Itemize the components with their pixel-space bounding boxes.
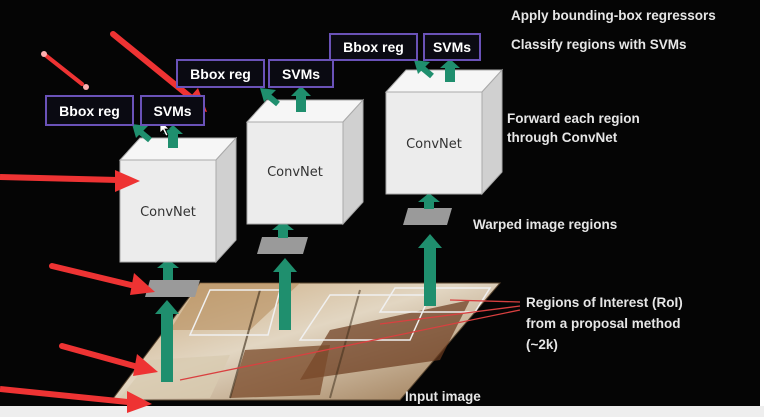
convnet-label-1: ConvNet	[140, 205, 196, 220]
bbox-reg-box-2: Bbox reg	[176, 59, 265, 88]
roi-pointer-lines	[179, 299, 521, 381]
red-arrow-5	[59, 343, 158, 376]
label-warped: Warped image regions	[473, 217, 618, 232]
label-roi-line1: Regions of Interest (RoI)	[526, 295, 683, 310]
svms-box-1: SVMs	[140, 95, 205, 126]
bbox-reg-box-3: Bbox reg	[329, 33, 418, 61]
label-apply-regressors: Apply bounding-box regressors	[511, 8, 716, 23]
label-forward-line1: Forward each region	[507, 111, 640, 126]
label-forward-line2: through ConvNet	[507, 130, 618, 145]
label-roi-line2: from a proposal method	[526, 316, 681, 331]
convnet-cube-2: ConvNet	[245, 98, 365, 226]
arrows-image-to-warped	[155, 234, 442, 382]
red-markup-arrows	[0, 31, 207, 413]
convnet-cube-3: ConvNet	[384, 68, 504, 196]
bbox-reg-box-1: Bbox reg	[45, 95, 134, 126]
red-arrow-6	[0, 386, 152, 413]
red-arrow-3	[0, 170, 140, 192]
red-arrow-1	[41, 51, 89, 90]
warped-regions	[145, 208, 452, 297]
svms-box-3: SVMs	[423, 33, 481, 61]
label-classify-regions: Classify regions with SVMs	[511, 37, 687, 52]
svms-box-2: SVMs	[268, 59, 334, 88]
bottom-strip	[0, 406, 764, 417]
label-roi-line3: (~2k)	[526, 337, 558, 352]
convnet-label-3: ConvNet	[406, 137, 462, 152]
red-arrow-4	[49, 263, 155, 295]
convnet-cube-1: ConvNet	[118, 136, 238, 264]
convnet-label-2: ConvNet	[267, 165, 323, 180]
arrows-warped-to-convnet	[157, 193, 440, 280]
right-edge	[760, 0, 764, 406]
arrows-convnet-to-heads	[132, 59, 460, 148]
label-input-image: Input image	[405, 389, 481, 404]
